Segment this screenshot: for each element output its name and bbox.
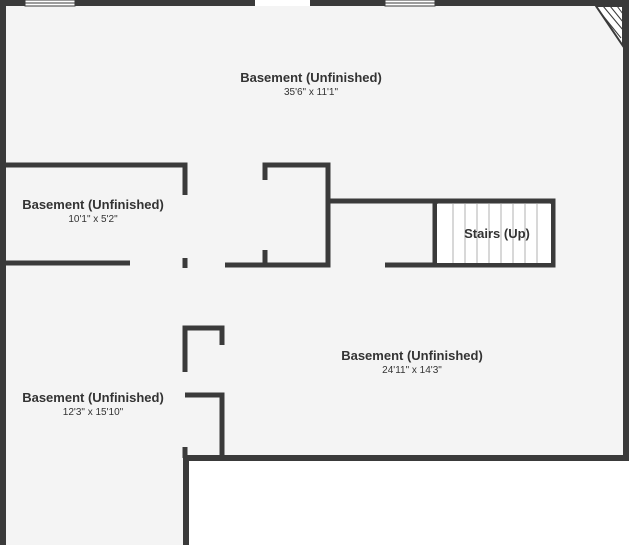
room-dimensions: 24'11" x 14'3": [382, 365, 442, 376]
floor-area: [3, 3, 626, 545]
room-name: Basement (Unfinished): [240, 70, 382, 85]
room-label-main: Basement (Unfinished) 35'6" x 11'1": [240, 70, 382, 98]
room-label-lower-right: Basement (Unfinished) 24'11" x 14'3": [341, 348, 483, 376]
room-name: Basement (Unfinished): [22, 390, 164, 405]
room-dimensions: 10'1" x 5'2": [68, 214, 118, 225]
hatched-corner: [594, 5, 624, 50]
interior-walls: [3, 162, 556, 458]
room-label-stairs: Stairs (Up): [464, 226, 530, 241]
room-dimensions: 12'3" x 15'10": [62, 407, 124, 418]
room-label-small-left: Basement (Unfinished) 10'1" x 5'2": [22, 197, 164, 225]
room-name: Basement (Unfinished): [22, 197, 164, 212]
windows: [24, 0, 436, 7]
room-label-lower-left: Basement (Unfinished) 12'3" x 15'10": [22, 390, 164, 418]
room-dimensions: 35'6" x 11'1": [283, 87, 339, 98]
stairs-treads: [437, 204, 551, 263]
room-name: Stairs (Up): [464, 226, 530, 241]
room-name: Basement (Unfinished): [341, 348, 483, 363]
window-2: [255, 0, 310, 6]
